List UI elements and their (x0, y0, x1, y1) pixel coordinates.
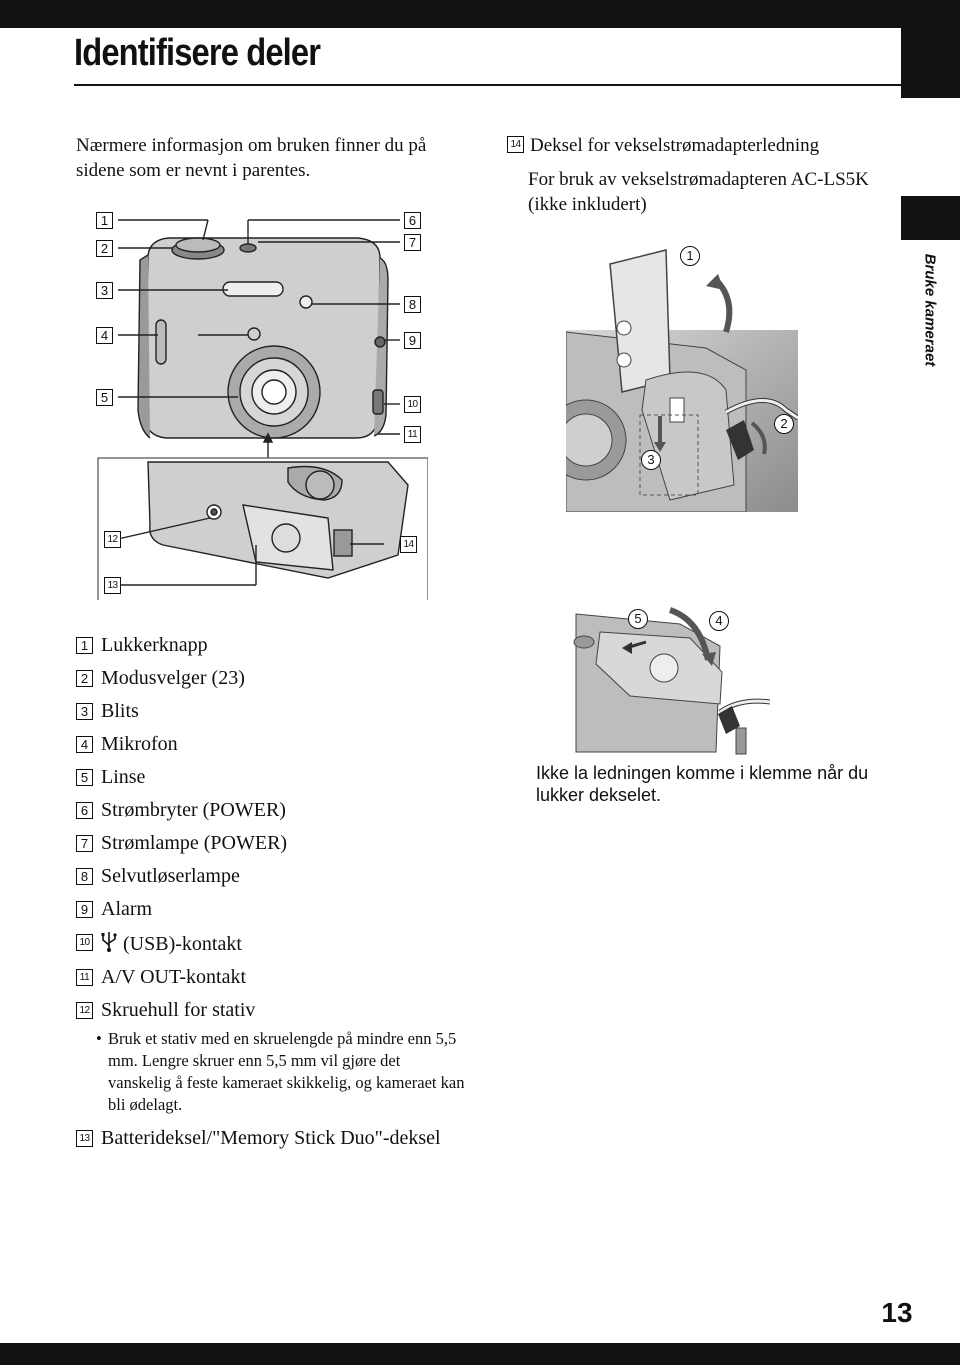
callout-14: 14 (400, 536, 417, 553)
item-number: 8 (76, 868, 93, 885)
title-rule (74, 84, 901, 86)
list-item: 6 Strømbryter (POWER) (76, 799, 466, 821)
item-number: 7 (76, 835, 93, 852)
bullet: • (96, 1029, 102, 1048)
page-number: 13 (881, 1297, 913, 1328)
item-number: 12 (76, 1002, 93, 1019)
tripod-note-text: Bruk et stativ med en skruelengde på min… (108, 1029, 465, 1114)
camera-front-illustration (97, 219, 428, 600)
item-label: (USB)-kontakt (123, 933, 242, 955)
marker-5: 5 (628, 609, 648, 629)
item-label: Blits (101, 700, 139, 722)
list-item: 2 Modusvelger (23) (76, 667, 466, 689)
item-14-label: Deksel for vekselstrømadapterledning (530, 135, 820, 156)
callout-8: 8 (404, 296, 421, 313)
callout-10: 10 (404, 396, 421, 413)
item-number: 1 (76, 637, 93, 654)
list-item: 3 Blits (76, 700, 466, 722)
item-number: 10 (76, 934, 93, 951)
cover-caption: Ikke la ledningen komme i klemme når du … (536, 763, 869, 805)
list-item: 8 Selvutløserlampe (76, 865, 466, 887)
marker-3: 3 (641, 450, 661, 470)
tripod-note: • Bruk et stativ med en skruelengde på mi… (96, 1028, 466, 1116)
item-number: 3 (76, 703, 93, 720)
item-label-with-icon: (USB)-kontakt (101, 931, 466, 955)
callout-7: 7 (404, 234, 421, 251)
list-item: 5 Linse (76, 766, 466, 788)
cover-open-photo (566, 249, 798, 512)
item-label: Lukkerknapp (101, 634, 208, 656)
item-label: Strømlampe (POWER) (101, 832, 288, 854)
marker-4: 4 (709, 611, 729, 631)
callout-13: 13 (104, 577, 121, 594)
side-tab-marker (901, 196, 960, 240)
marker-2: 2 (774, 414, 794, 434)
item-label: Alarm (101, 898, 153, 920)
item-label: Selvutløserlampe (101, 865, 240, 887)
list-item: 13 Batterideksel/"Memory Stick Duo"-dekse… (76, 1127, 466, 1149)
item-label: A/V OUT-kontakt (101, 966, 246, 988)
callout-12: 12 (104, 531, 121, 548)
callout-9: 9 (404, 332, 421, 349)
item-number: 5 (76, 769, 93, 786)
list-item: 11 A/V OUT-kontakt (76, 966, 466, 988)
item-14-description: For bruk av vekselstrømadapteren AC-LS5K… (528, 169, 869, 215)
item-number: 9 (76, 901, 93, 918)
callout-6: 6 (404, 212, 421, 229)
item-label: Strømbryter (POWER) (101, 799, 286, 821)
list-item: 7 Strømlampe (POWER) (76, 832, 466, 854)
callout-4: 4 (96, 327, 113, 344)
usb-icon (101, 932, 117, 952)
item-number: 13 (76, 1130, 93, 1147)
side-tab-label: Bruke kameraet (921, 253, 939, 367)
intro-text: Nærmere informasjon om bruken finner du … (76, 135, 427, 181)
callout-5: 5 (96, 389, 113, 406)
list-item: 1 Lukkerknapp (76, 634, 466, 656)
item-label: Batterideksel/"Memory Stick Duo"-deksel (101, 1127, 441, 1149)
list-item: 10 (USB)-kontakt (76, 931, 466, 955)
list-item: 4 Mikrofon (76, 733, 466, 755)
item-label: Modusvelger (23) (101, 667, 245, 689)
callout-2: 2 (96, 240, 113, 257)
item-label: Linse (101, 766, 146, 788)
callout-1: 1 (96, 212, 113, 229)
item-label: Skruehull for stativ (101, 999, 256, 1021)
callout-11: 11 (404, 426, 421, 443)
item-number: 4 (76, 736, 93, 753)
marker-1: 1 (680, 246, 700, 266)
adapter-cover-description: 14 Deksel for vekselstrømadapterledning … (507, 133, 897, 217)
page-title: Identifisere deler (74, 32, 321, 74)
corner-block (901, 28, 960, 98)
bottom-bar (0, 1343, 960, 1365)
top-bar (0, 0, 960, 28)
cover-close-photo (573, 607, 770, 755)
item-14-number: 14 (507, 136, 524, 153)
item-number: 2 (76, 670, 93, 687)
list-item: 12 Skruehull for stativ (76, 999, 466, 1021)
item-number: 6 (76, 802, 93, 819)
item-number: 11 (76, 969, 93, 986)
list-item: 9 Alarm (76, 898, 466, 920)
callout-3: 3 (96, 282, 113, 299)
item-label: Mikrofon (101, 733, 178, 755)
